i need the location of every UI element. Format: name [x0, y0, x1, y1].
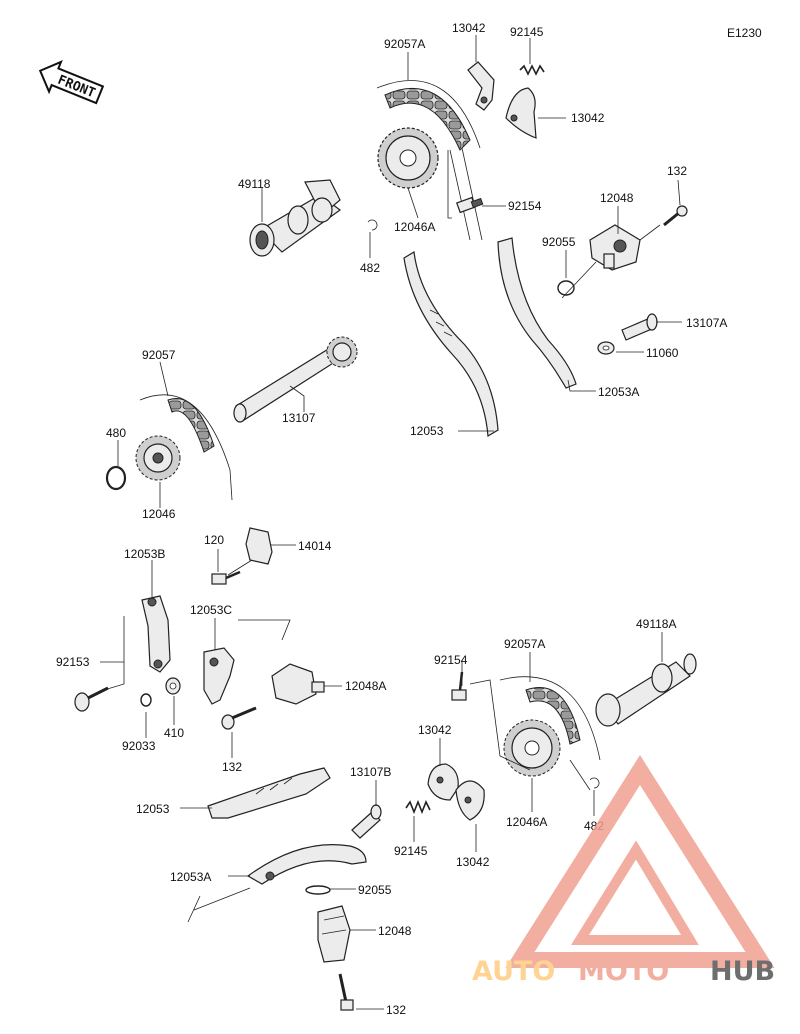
front-arrow-icon: FRONT — [38, 60, 105, 105]
label-92153: 92153 — [56, 655, 90, 669]
plunger-13107A — [621, 313, 658, 341]
label-12053-top: 12053 — [410, 424, 444, 438]
cam-chain-bot — [499, 676, 601, 761]
bolt-92153 — [74, 686, 109, 712]
diagram-code: E1230 — [727, 26, 762, 40]
cam-sprocket-top — [377, 127, 439, 189]
plate-14014 — [245, 527, 273, 565]
chain-guide-12053A-top — [497, 237, 577, 389]
watermark-auto: AUTO — [472, 956, 555, 987]
label-12053-bot: 12053 — [136, 802, 170, 816]
clip-482-top — [367, 219, 378, 231]
chain-guide-12053A-bot — [246, 844, 367, 885]
label-92033: 92033 — [122, 739, 156, 753]
watermark-moto: MOTO — [578, 956, 669, 987]
label-12053B: 12053B — [124, 547, 165, 561]
label-13042-right: 13042 — [571, 111, 605, 125]
label-92055-top: 92055 — [542, 235, 576, 249]
label-92057: 92057 — [142, 348, 176, 362]
label-13042-bot: 13042 — [418, 723, 452, 737]
camshaft-49118A — [595, 653, 697, 727]
label-132-bot: 132 — [386, 1003, 406, 1017]
label-49118A: 49118A — [636, 617, 676, 631]
washer-92033 — [140, 693, 152, 707]
label-14014: 14014 — [298, 539, 332, 553]
guide-12053B — [141, 595, 171, 673]
label-12053A-bot: 12053A — [170, 870, 211, 884]
label-13107: 13107 — [282, 411, 316, 425]
label-92145-bot: 92145 — [394, 844, 428, 858]
label-120: 120 — [204, 533, 224, 547]
cam-chain-top — [376, 80, 483, 241]
label-12048A: 12048A — [345, 679, 386, 693]
label-13107B: 13107B — [350, 765, 391, 779]
label-12046A-top: 12046A — [394, 220, 435, 234]
bolt-132-bot — [338, 973, 354, 1011]
label-92055-bot: 92055 — [358, 883, 392, 897]
camshaft-49118 — [249, 179, 342, 257]
label-132-top: 132 — [667, 164, 687, 178]
decomp-plate-13042-bot — [427, 763, 485, 821]
shaft-13107 — [233, 336, 358, 423]
washer-11060 — [597, 341, 615, 355]
spring-92145-top — [519, 64, 545, 76]
label-13107A: 13107A — [686, 316, 727, 330]
collar-410 — [165, 677, 181, 695]
cam-sprocket-bot — [503, 719, 561, 777]
label-92057A-bot: 92057A — [504, 637, 545, 651]
label-13042-bot2: 13042 — [456, 855, 490, 869]
label-12046A-bot: 12046A — [506, 815, 547, 829]
oring-92055-top — [557, 280, 575, 296]
bolt-92154-top — [456, 196, 484, 214]
label-92154-top: 92154 — [508, 199, 542, 213]
label-12046: 12046 — [142, 507, 176, 521]
clip-482-bot — [589, 777, 600, 789]
snapring-480 — [105, 465, 127, 491]
spring-92145-bot — [405, 799, 431, 815]
cam-chain-92057 — [139, 394, 233, 501]
label-482-top: 482 — [360, 261, 380, 275]
label-12053A-top: 12053A — [598, 385, 639, 399]
label-12053C: 12053C — [190, 603, 232, 617]
label-12048-bot: 12048 — [378, 924, 412, 938]
bolt-92154-bot — [451, 671, 467, 701]
label-13042-top: 13042 — [452, 21, 486, 35]
label-92057A-top: 92057A — [384, 37, 425, 51]
label-49118: 49118 — [238, 177, 271, 191]
bolt-132-mid — [221, 706, 257, 730]
bolt-132-top — [663, 205, 688, 227]
label-11060: 11060 — [646, 346, 679, 360]
watermark-logo: AUTO MOTO HUB — [472, 755, 775, 987]
tensioner-12048A — [271, 663, 325, 705]
decomp-plate-13042-right — [505, 87, 537, 139]
sprocket-12046 — [135, 435, 181, 481]
label-92145-top: 92145 — [510, 25, 544, 39]
label-132-mid: 132 — [222, 760, 242, 774]
chain-guide-12053-bot — [207, 767, 331, 819]
oring-92055-bot — [305, 885, 331, 895]
label-12048-top: 12048 — [600, 191, 634, 205]
guide-12053C — [203, 647, 235, 705]
tensioner-12048-bot — [317, 905, 351, 963]
label-410: 410 — [164, 726, 184, 740]
decomp-weight-13042-top — [467, 61, 495, 111]
part-labels: 92057A 13042 92145 13042 49118 12046A 92… — [56, 21, 727, 1017]
plunger-13107B — [351, 804, 382, 839]
watermark-hub: HUB — [710, 956, 775, 987]
label-92154-bot: 92154 — [434, 653, 468, 667]
label-480: 480 — [106, 426, 126, 440]
leader-lines — [100, 35, 682, 1010]
chain-guide-12053-top — [403, 251, 499, 438]
bolt-120 — [211, 570, 241, 585]
tensioner-12048-top — [589, 224, 641, 271]
